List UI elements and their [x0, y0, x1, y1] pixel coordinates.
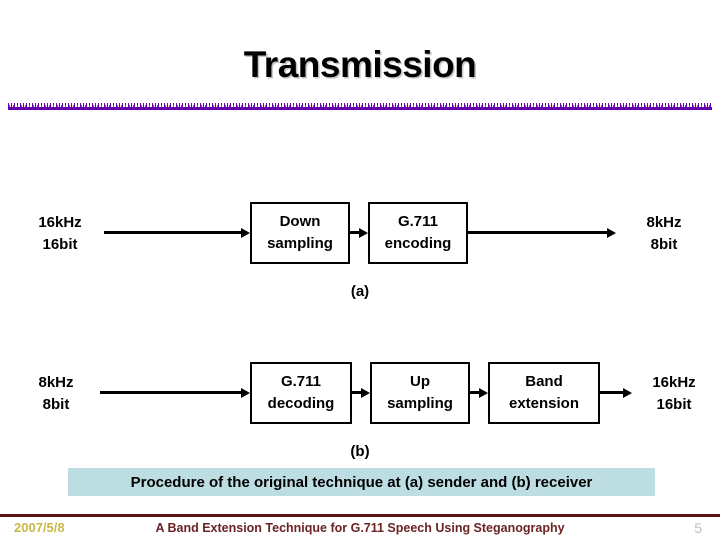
page-title: Transmission — [243, 44, 477, 85]
diagram-b-input-line2: 8bit — [42, 396, 70, 413]
diagram-a-box-2-line1: G.711 — [397, 213, 439, 231]
diagram-a-output-label: 8kHz 8bit — [620, 202, 708, 266]
diagram-b-arrow-2 — [352, 387, 370, 398]
arrow-shaft — [104, 231, 241, 234]
diagram-a-box-1-line2: sampling — [267, 235, 333, 252]
diagram-a-subcaption: (a) — [350, 283, 370, 300]
arrow-head — [361, 387, 370, 398]
arrow-shaft — [352, 391, 362, 394]
title-divider-ornament — [8, 103, 713, 110]
diagram-receiver: 8kHz 8bit G.711 decoding Up sampling Ban… — [0, 362, 720, 426]
footer: 2007/5/8 A Band Extension Technique for … — [0, 520, 720, 540]
footer-date: 2007/5/8 — [14, 520, 65, 535]
diagram-a-input-line1: 16kHz — [38, 214, 82, 232]
diagram-sender: 16kHz 16bit Down sampling G.711 encoding… — [0, 202, 720, 266]
footer-page-number: 5 — [694, 520, 702, 536]
diagram-a-input-line2: 16bit — [42, 236, 78, 253]
arrow-shaft — [100, 391, 241, 394]
figure-caption-banner: Procedure of the original technique at (… — [68, 468, 655, 496]
diagram-b-arrow-1 — [100, 387, 250, 398]
divider-bar — [8, 107, 712, 110]
diagram-a-box-2-line2: encoding — [384, 235, 452, 252]
figure-caption-text: Procedure of the original technique at (… — [130, 473, 593, 491]
arrow-head — [607, 227, 616, 238]
diagram-a-arrow-2 — [350, 227, 368, 238]
arrow-head — [479, 387, 488, 398]
diagram-b-input-label: 8kHz 8bit — [12, 362, 100, 426]
diagram-b-box-up-sampling[interactable]: Up sampling — [370, 362, 470, 424]
footer-divider-rule — [0, 514, 720, 517]
diagram-a-box-down-sampling[interactable]: Down sampling — [250, 202, 350, 264]
diagram-b-output-line1: 16kHz — [652, 374, 696, 392]
diagram-b-input-line1: 8kHz — [38, 374, 74, 392]
arrow-head — [623, 387, 632, 398]
arrow-shaft — [600, 391, 623, 394]
diagram-b-arrow-3 — [470, 387, 488, 398]
footer-title: A Band Extension Technique for G.711 Spe… — [155, 521, 565, 535]
diagram-b-output-label: 16kHz 16bit — [634, 362, 714, 426]
diagram-b-output-line2: 16bit — [656, 396, 692, 413]
diagram-b-box-3-line1: Band — [525, 373, 563, 391]
diagram-a-box-g711-encoding[interactable]: G.711 encoding — [368, 202, 468, 264]
arrow-head — [359, 227, 368, 238]
diagram-b-box-2-line1: Up — [410, 373, 430, 391]
diagram-b-box-band-extension[interactable]: Band extension — [488, 362, 600, 424]
diagram-a-output-line1: 8kHz — [646, 214, 682, 232]
diagram-b-arrow-4 — [600, 387, 632, 398]
diagram-b-box-g711-decoding[interactable]: G.711 decoding — [250, 362, 352, 424]
diagram-a-input-label: 16kHz 16bit — [12, 202, 108, 266]
diagram-a-box-1-line1: Down — [279, 213, 321, 231]
diagram-b-box-1-line1: G.711 — [280, 373, 322, 391]
diagram-b-box-3-line2: extension — [508, 395, 580, 412]
diagram-a-output-line2: 8bit — [650, 236, 678, 253]
arrow-shaft — [350, 231, 360, 234]
arrow-head — [241, 387, 250, 398]
arrow-shaft — [470, 391, 480, 394]
arrow-shaft — [468, 231, 607, 234]
diagram-a-arrow-3 — [468, 227, 616, 238]
diagram-a-arrow-1 — [104, 227, 250, 238]
diagram-b-box-1-line2: decoding — [267, 395, 335, 412]
diagram-b-subcaption: (b) — [350, 443, 370, 460]
arrow-head — [241, 227, 250, 238]
diagram-b-box-2-line2: sampling — [387, 395, 453, 412]
